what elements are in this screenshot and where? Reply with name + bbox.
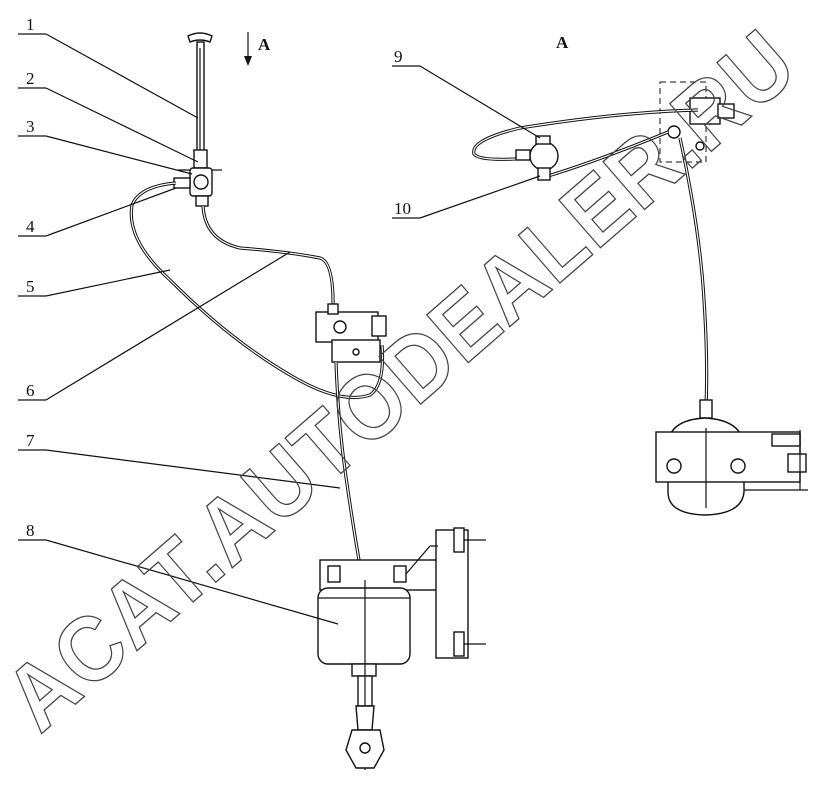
leader-lines: [18, 33, 541, 625]
main-assembly: [129, 32, 486, 770]
callout-6: 6: [26, 381, 35, 400]
callout-9: 9: [394, 47, 403, 66]
master-valve: [173, 167, 222, 207]
callout-8: 8: [26, 521, 35, 540]
clevis-fork: [345, 705, 385, 769]
hose-lower-link: [547, 130, 669, 178]
valve-9-10: [515, 135, 559, 181]
callout-2: 2: [26, 69, 35, 88]
hose-loop-upper: [472, 108, 699, 161]
callout-1: 1: [26, 15, 35, 34]
hose-7: [334, 361, 362, 567]
view-arrow-label: A: [258, 35, 271, 54]
hose-6: [201, 205, 335, 311]
upper-bracket: [659, 81, 735, 163]
pedal: [187, 32, 213, 169]
hose-long-down: [678, 137, 709, 407]
view-title: A: [556, 33, 569, 52]
view-a-detail: [472, 81, 808, 516]
hose-5: [129, 181, 385, 399]
view-arrow: [244, 32, 252, 66]
callout-3: 3: [26, 117, 35, 136]
booster-unit: [655, 399, 808, 516]
distribution-block: [315, 303, 387, 363]
callout-5: 5: [26, 277, 35, 296]
callout-4: 4: [26, 217, 35, 236]
callout-10: 10: [394, 199, 411, 218]
callout-7: 7: [26, 431, 35, 450]
